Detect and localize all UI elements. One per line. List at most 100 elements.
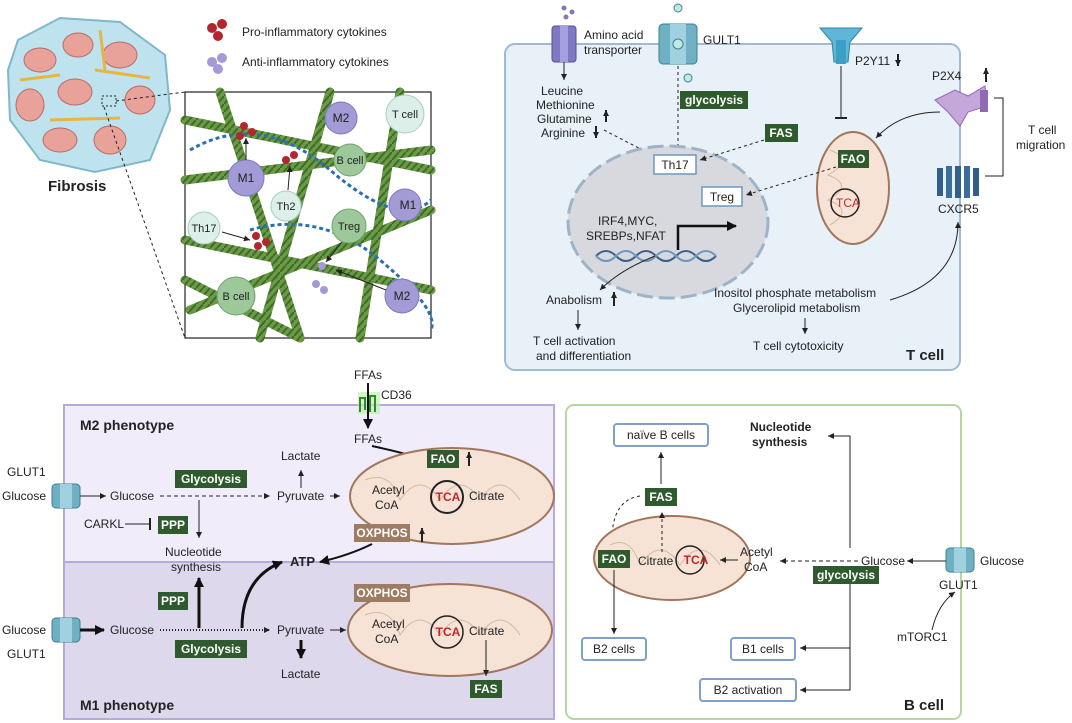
m2-tca-label: TCA xyxy=(436,490,461,504)
cell-bcell-bottom: B cell xyxy=(216,276,256,316)
amino-acid-transporter-icon xyxy=(551,5,577,63)
m1-tca-label: TCA xyxy=(436,625,461,639)
m2-acetyl-1: Acetyl xyxy=(372,483,405,497)
legend-anti-label: Anti-inflammatory cytokines xyxy=(242,55,389,69)
m2-oxphos-label: OXPHOS xyxy=(356,526,407,540)
legend-pro-label: Pro-inflammatory cytokines xyxy=(242,25,387,39)
metabolism-line-2: Glycerolipid metabolism xyxy=(733,301,860,315)
b2-activation-label: B2 activation xyxy=(714,683,783,697)
svg-text:M2: M2 xyxy=(394,289,411,303)
m2-tca-cycle xyxy=(430,480,464,514)
bcell-fas-box xyxy=(645,488,677,506)
glut1-channel-icon xyxy=(658,3,698,83)
cell-th2: Th2 xyxy=(270,190,302,222)
cell-m1-left: M1 xyxy=(227,159,265,197)
b1-cells-box xyxy=(730,637,796,661)
m1-lactate: Lactate xyxy=(281,667,321,681)
transcription-arrow xyxy=(676,221,737,250)
bcell-citrate: Citrate xyxy=(638,554,674,568)
carkl-label: CARKL xyxy=(84,517,124,531)
legend-anti-inflammatory: Anti-inflammatory cytokines xyxy=(207,53,389,74)
m1-title: M1 phenotype xyxy=(80,697,174,713)
aa-methionine: Methionine xyxy=(536,98,595,112)
aa-arginine: Arginine xyxy=(541,126,585,140)
migration-label-2: migration xyxy=(1016,138,1065,152)
m2-ppp-label: PPP xyxy=(161,518,185,532)
fibrosis-title: Fibrosis xyxy=(48,178,106,195)
tcell-title: T cell xyxy=(906,347,944,364)
pro-cytokine-dots xyxy=(236,122,298,250)
b2-cells-box xyxy=(581,637,647,661)
tf-line-1: IRF4,MYC, xyxy=(598,214,657,228)
svg-text:M1: M1 xyxy=(238,171,255,185)
bcell-nucleotide-1: Nucleotide xyxy=(750,420,812,434)
anti-cytokine-dots xyxy=(312,262,328,294)
nucleus-icon xyxy=(566,144,770,300)
tcell-glycolysis-box xyxy=(680,91,748,109)
bcell-glycolysis-box xyxy=(813,566,879,584)
svg-text:Treg: Treg xyxy=(338,221,360,233)
p2x4-receptor-icon xyxy=(934,85,988,127)
m1-glycolysis-label: Glycolysis xyxy=(181,642,241,656)
aa-glutamine: Glutamine xyxy=(537,112,592,126)
m1-oxphos-label: OXPHOS xyxy=(356,586,407,600)
b2-cells-label: B2 cells xyxy=(593,642,635,656)
m2-oxphos-box xyxy=(354,524,410,542)
bcell-nucleotide-2: synthesis xyxy=(752,435,808,449)
metabolism-line-1: Inositol phosphate metabolism xyxy=(714,286,876,300)
tcell-tca-label: TCA xyxy=(836,196,860,210)
tcell-tca-cycle xyxy=(830,188,860,218)
activation-line-2: and differentiation xyxy=(536,349,631,363)
m2-glycolysis-box xyxy=(175,470,247,488)
glut1-channel-icon xyxy=(51,483,81,509)
cell-m2-bottom: M2 xyxy=(384,278,420,314)
macrophage-panel: M2 phenotype M1 phenotype FFAs CD36 FFAs… xyxy=(2,368,555,720)
bcell-acetyl-2: CoA xyxy=(744,560,767,574)
cytotoxicity-label: T cell cytotoxicity xyxy=(753,339,843,353)
fibrosis-tissue-icon xyxy=(6,16,172,174)
m2-ppp-box xyxy=(158,516,188,534)
treg-box xyxy=(701,186,743,207)
mitochondrion-icon xyxy=(816,131,890,245)
m1-glucose-out: Glucose xyxy=(2,623,46,637)
th17-label: Th17 xyxy=(661,158,689,172)
tf-line-2: SREBPs,NFAT xyxy=(586,229,666,243)
cd36-label: CD36 xyxy=(381,388,412,402)
m1-glut1-label: GLUT1 xyxy=(7,647,46,661)
amino-transporter-label-2: transporter xyxy=(584,43,642,57)
zoom-box: M2 T cell B cell M1 Th2 M1 Th17 Treg B c… xyxy=(180,87,436,343)
m2-acetyl-2: CoA xyxy=(375,498,398,512)
bcell-panel: B cell naïve B cells Nucleotide synthesi… xyxy=(565,404,1024,720)
cxcr5-label: CXCR5 xyxy=(938,202,979,216)
cell-th17: Th17 xyxy=(187,211,221,245)
nucleotide-line-1: Nucleotide xyxy=(165,545,222,559)
m2-pyruvate: Pyruvate xyxy=(277,489,325,503)
tcell-fas-label: FAS xyxy=(769,126,792,140)
m1-glycolysis-box xyxy=(175,640,247,658)
m1-acetyl-1: Acetyl xyxy=(372,617,405,631)
svg-text:B cell: B cell xyxy=(337,155,364,167)
bcell-glycolysis-label: glycolysis xyxy=(817,568,875,582)
legend-pro-inflammatory: Pro-inflammatory cytokines xyxy=(207,19,387,41)
m1-pyruvate: Pyruvate xyxy=(277,623,325,637)
bcell-fao-label: FAO xyxy=(602,552,627,566)
mitochondrion-icon xyxy=(347,583,553,677)
cell-bcell-top: B cell xyxy=(333,143,367,177)
svg-text:M2: M2 xyxy=(333,111,350,125)
bcell-glut1-label: GLUT1 xyxy=(939,578,978,592)
m2-title: M2 phenotype xyxy=(80,417,174,433)
tcell-glycolysis-label: glycolysis xyxy=(685,93,743,107)
b2-activation-box xyxy=(699,678,797,702)
tcell-fao-box xyxy=(838,150,869,168)
naive-b-cells-label: naïve B cells xyxy=(627,428,695,442)
mitochondrion-icon xyxy=(593,515,751,601)
m1-fas-label: FAS xyxy=(474,682,497,696)
treg-label: Treg xyxy=(710,190,734,204)
m1-ppp-box xyxy=(158,592,188,610)
migration-label-1: T cell xyxy=(1028,123,1056,137)
svg-text:M1: M1 xyxy=(400,198,417,212)
mitochondrion-icon xyxy=(349,447,555,545)
atp-label: ATP xyxy=(290,554,315,569)
glut1-channel-icon xyxy=(945,547,975,573)
th17-box xyxy=(653,154,697,175)
